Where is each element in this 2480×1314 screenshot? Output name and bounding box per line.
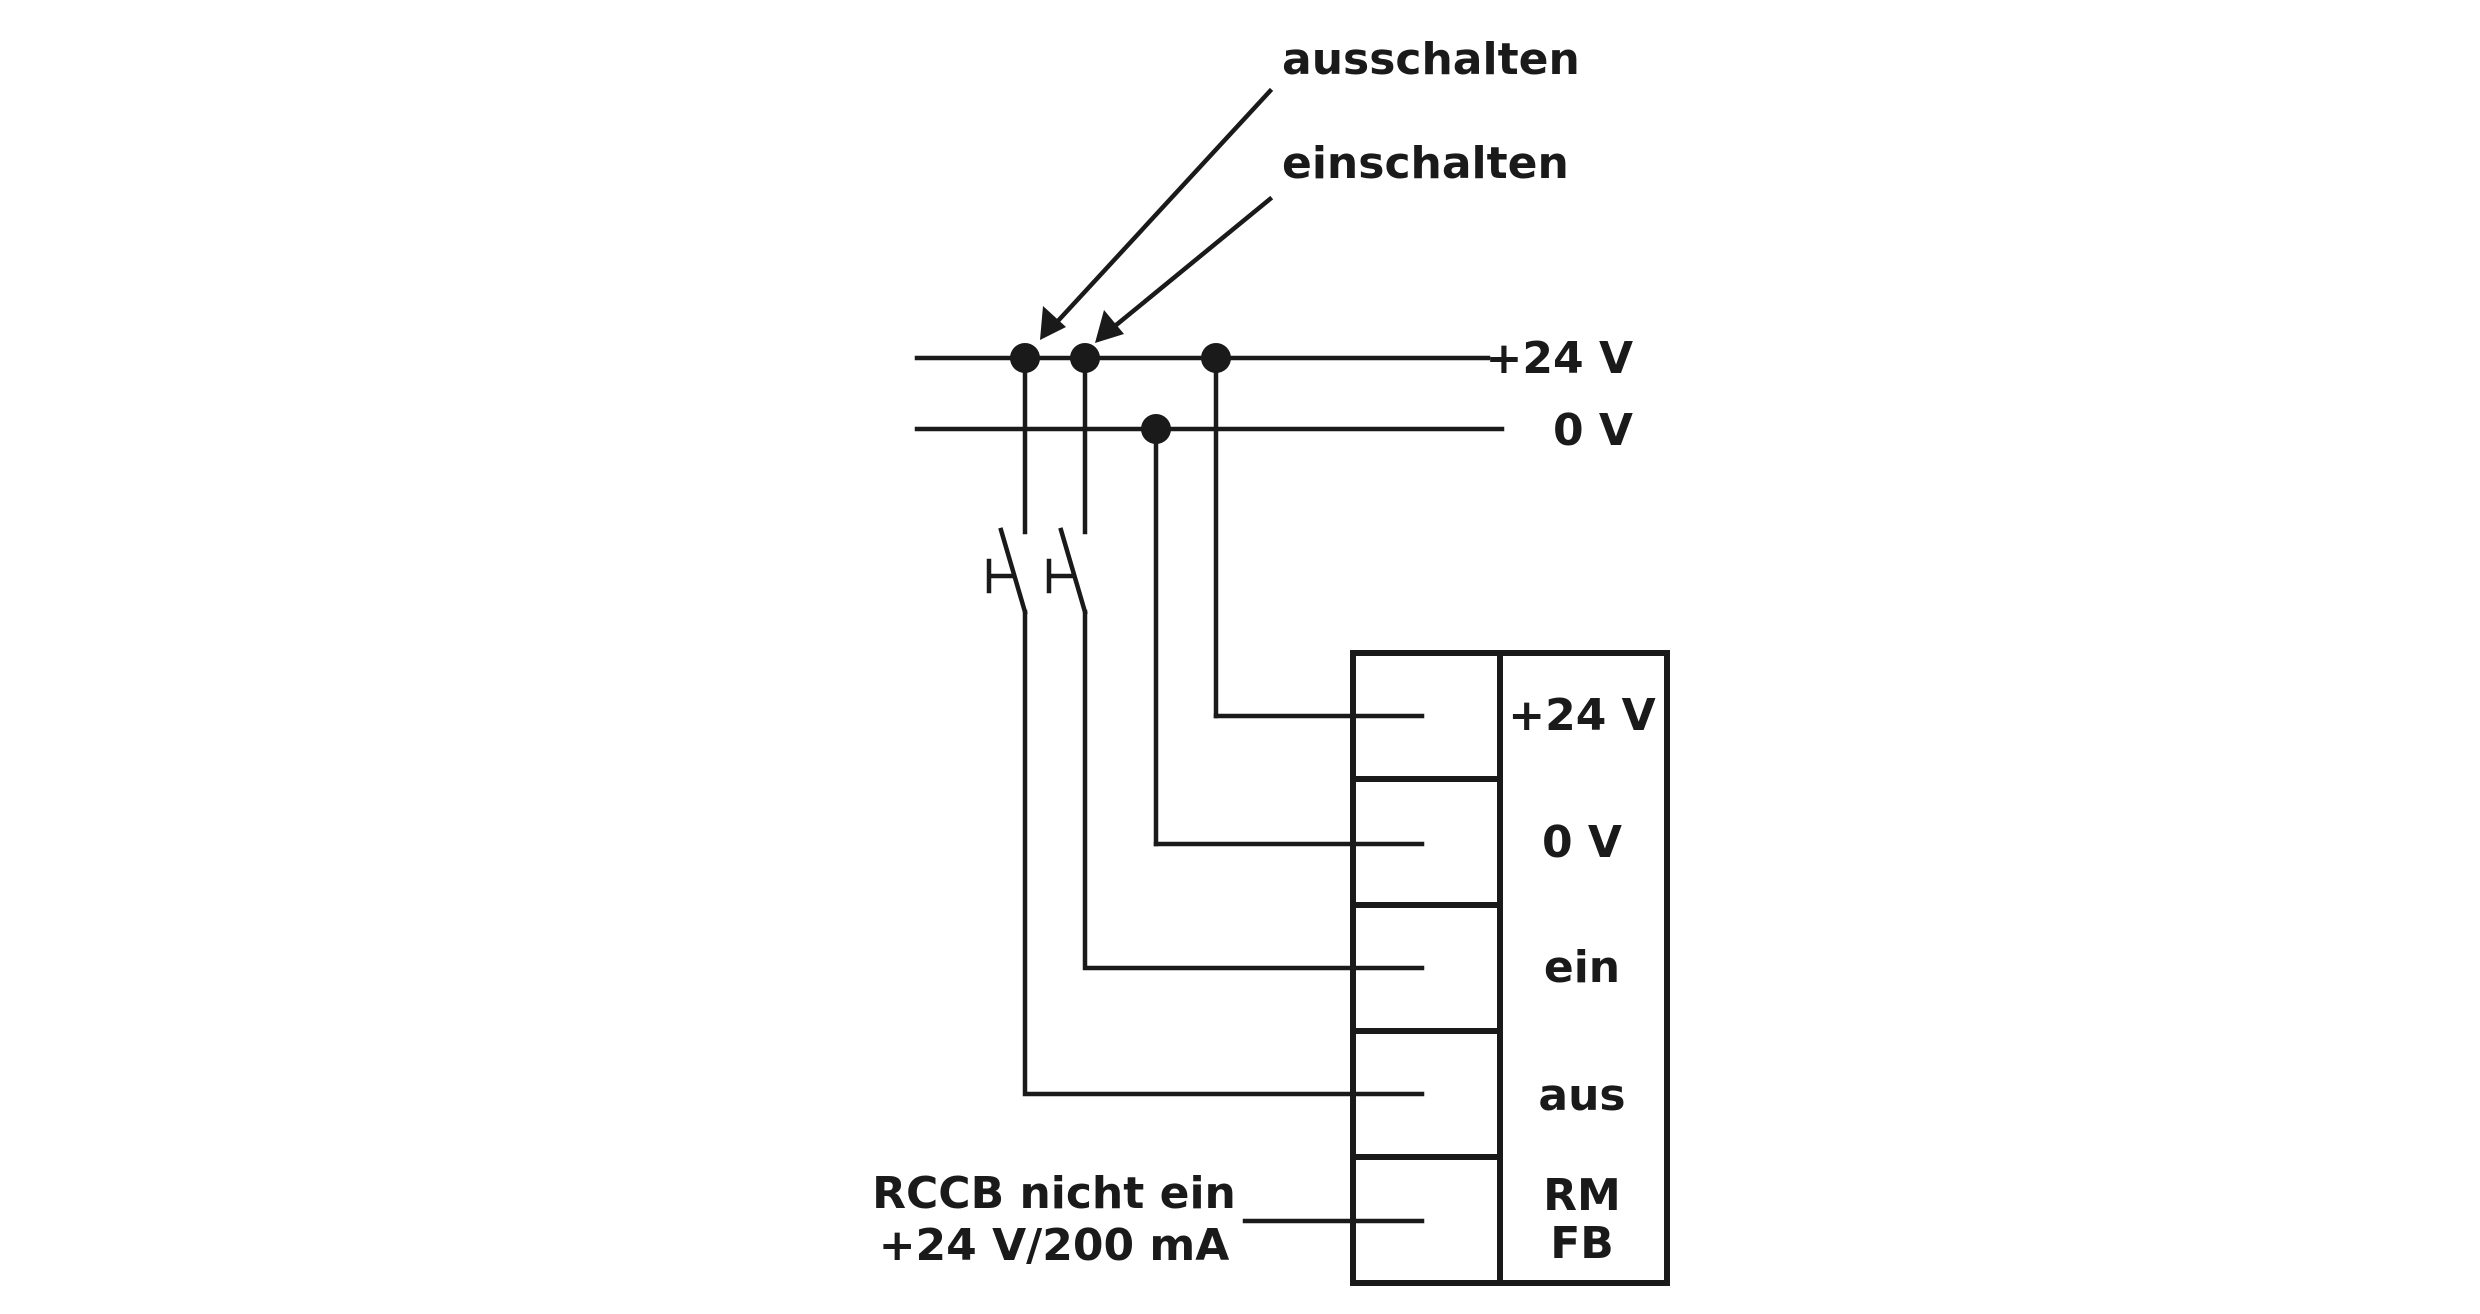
note-rccb-line2: +24 V/200 mA <box>879 1220 1230 1271</box>
bus-label-24v: +24 V <box>1486 333 1633 384</box>
arrowhead-ausschalten <box>1040 306 1066 340</box>
note-rccb-line1: RCCB nicht ein <box>872 1168 1236 1219</box>
arrowhead-einschalten <box>1095 310 1124 343</box>
arrow-ausschalten-shaft <box>1053 87 1274 326</box>
terminal-label-ein: ein <box>1544 942 1620 993</box>
label-einschalten: einschalten <box>1282 138 1569 189</box>
switch-ein-contact <box>1058 527 1088 615</box>
wire-ein-lower <box>1082 609 1425 971</box>
arrow-einschalten-shaft <box>1111 195 1274 330</box>
bus-label-0v: 0 V <box>1553 405 1633 456</box>
junction-dot <box>1201 343 1231 373</box>
wire-aus-lower <box>1022 609 1425 1097</box>
terminal-label-rm: RM <box>1543 1170 1621 1221</box>
terminal-label-aus: aus <box>1538 1070 1625 1121</box>
terminal-label-0v: 0 V <box>1542 817 1622 868</box>
junction-dot <box>1010 343 1040 373</box>
terminal-block <box>1350 650 1670 1286</box>
terminal-label-fb: FB <box>1550 1218 1614 1269</box>
label-ausschalten: ausschalten <box>1282 34 1580 85</box>
terminal-label-24v: +24 V <box>1508 690 1655 741</box>
junction-dot <box>1141 414 1171 444</box>
junction-dot <box>1070 343 1100 373</box>
switch-aus-contact <box>998 527 1028 615</box>
